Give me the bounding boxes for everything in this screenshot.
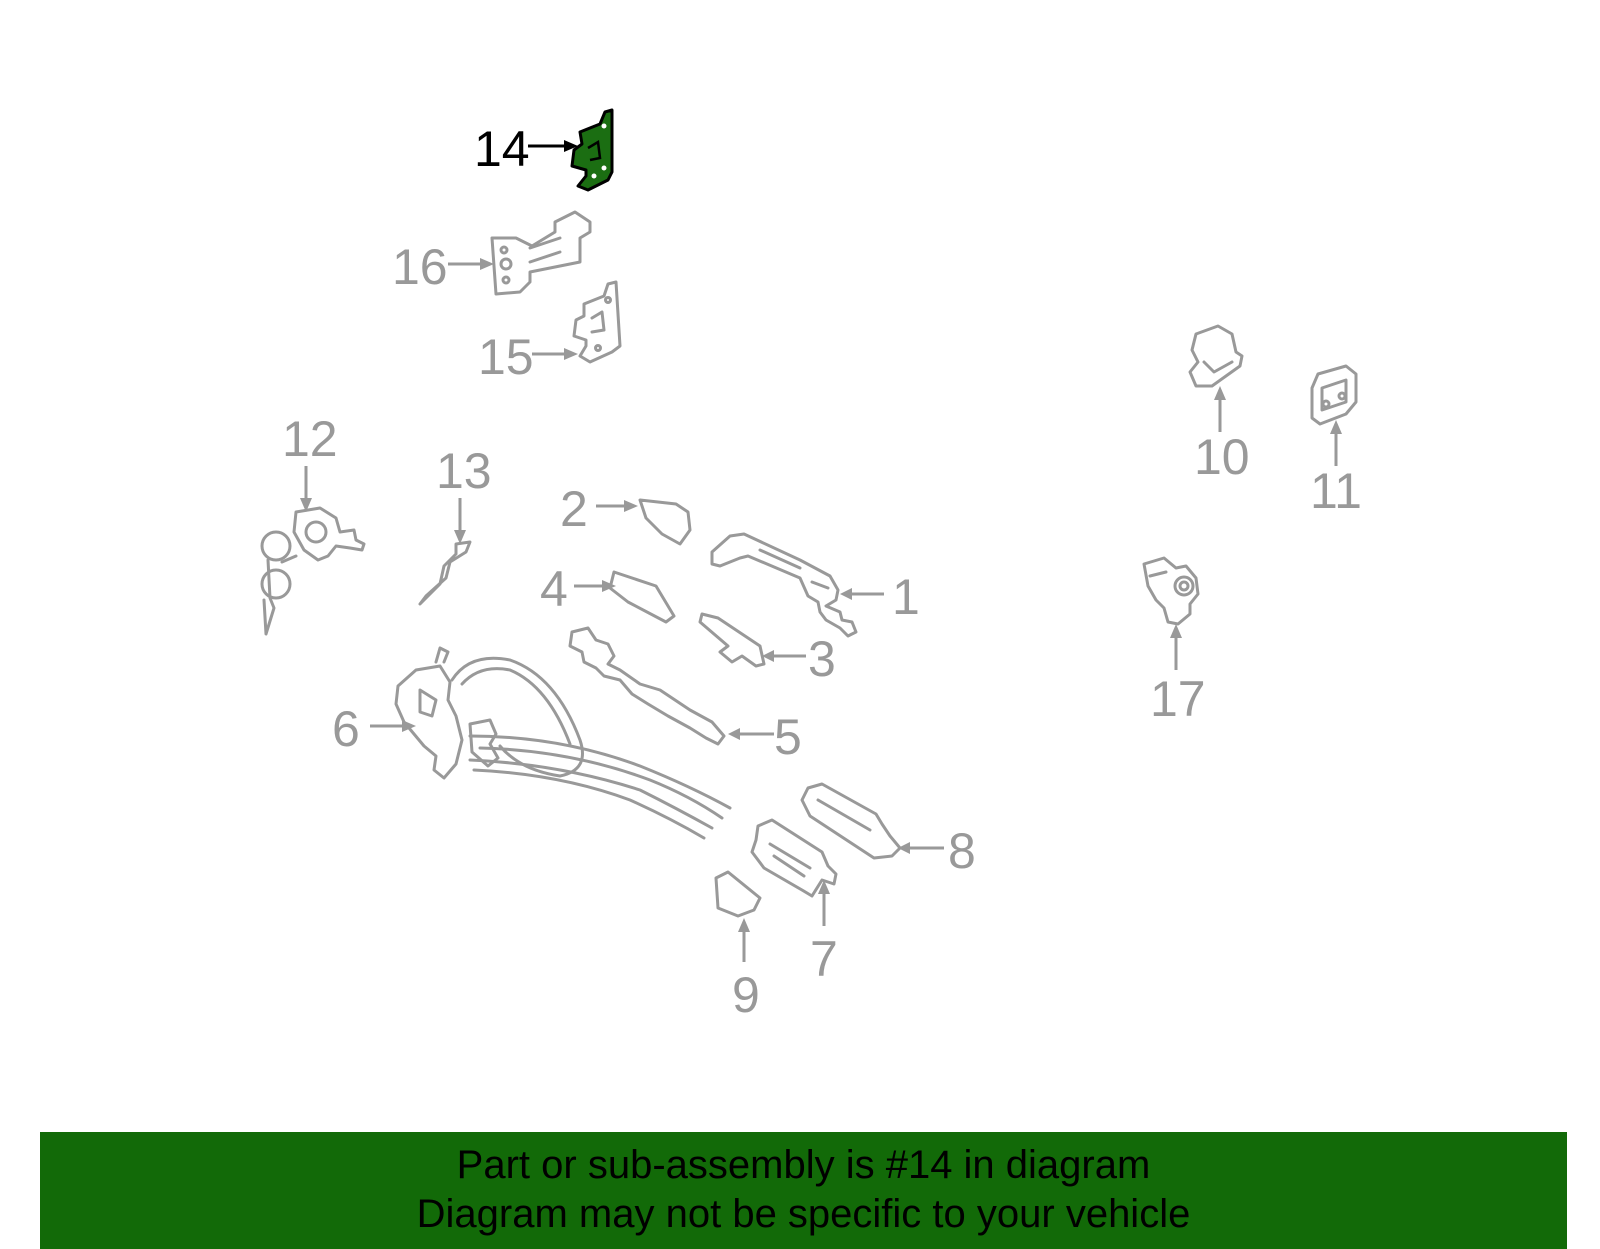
part-5[interactable] bbox=[568, 626, 726, 746]
part-2[interactable] bbox=[638, 498, 692, 546]
callout-15[interactable]: 15 bbox=[478, 329, 534, 385]
part-6[interactable] bbox=[394, 646, 732, 840]
callout-5[interactable]: 5 bbox=[774, 709, 802, 765]
part-16[interactable] bbox=[490, 210, 592, 296]
part-13[interactable] bbox=[418, 540, 472, 606]
callout-17[interactable]: 17 bbox=[1150, 671, 1206, 727]
footer-banner: Part or sub-assembly is #14 in diagram D… bbox=[40, 1132, 1567, 1249]
part-14[interactable] bbox=[570, 108, 614, 192]
callout-10[interactable]: 10 bbox=[1194, 429, 1250, 485]
callout-2[interactable]: 2 bbox=[560, 481, 588, 537]
callout-14[interactable]: 14 bbox=[474, 121, 530, 177]
part-1[interactable] bbox=[710, 532, 858, 638]
footer-line-2: Diagram may not be specific to your vehi… bbox=[416, 1192, 1191, 1236]
part-12[interactable] bbox=[260, 506, 366, 636]
part-10[interactable] bbox=[1188, 324, 1244, 388]
part-3[interactable] bbox=[698, 612, 766, 668]
callout-1[interactable]: 1 bbox=[892, 569, 920, 625]
callout-4[interactable]: 4 bbox=[540, 561, 568, 617]
callout-11[interactable]: 11 bbox=[1310, 463, 1362, 519]
callout-9[interactable]: 9 bbox=[732, 967, 760, 1023]
callout-13[interactable]: 13 bbox=[436, 443, 492, 499]
footer-line-1: Part or sub-assembly is #14 in diagram bbox=[456, 1143, 1151, 1187]
callout-3[interactable]: 3 bbox=[808, 631, 836, 687]
callout-16[interactable]: 16 bbox=[392, 239, 448, 295]
part-7[interactable] bbox=[750, 818, 838, 898]
callout-6[interactable]: 6 bbox=[332, 701, 360, 757]
callout-7[interactable]: 7 bbox=[810, 931, 838, 987]
callout-8[interactable]: 8 bbox=[948, 823, 976, 879]
part-15[interactable] bbox=[572, 280, 622, 364]
callout-12[interactable]: 12 bbox=[282, 411, 338, 467]
part-9[interactable] bbox=[714, 870, 762, 918]
part-4[interactable] bbox=[608, 570, 676, 624]
part-17[interactable] bbox=[1142, 556, 1200, 626]
part-11[interactable] bbox=[1310, 364, 1358, 426]
